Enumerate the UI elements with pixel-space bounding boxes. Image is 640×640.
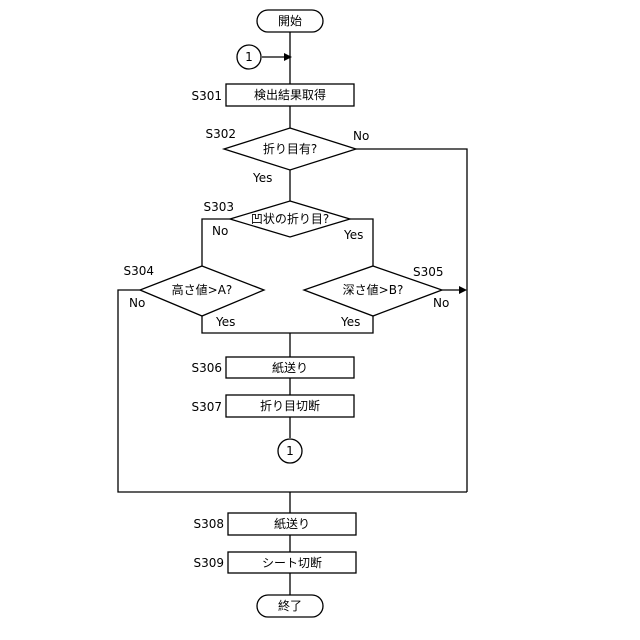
step-s305-no-label: No bbox=[433, 296, 449, 310]
step-s307-id: S307 bbox=[191, 400, 222, 414]
step-s308: S308 紙送り bbox=[193, 513, 356, 535]
step-s305-id: S305 bbox=[413, 265, 444, 279]
step-s306: S306 紙送り bbox=[191, 357, 354, 378]
step-s304-label: 高さ値>A? bbox=[172, 282, 233, 297]
end-label: 終了 bbox=[278, 598, 302, 613]
start-label: 開始 bbox=[278, 14, 302, 28]
line-s303-yes bbox=[350, 219, 373, 266]
flow-lines bbox=[118, 32, 467, 595]
step-s303-id: S303 bbox=[203, 200, 234, 214]
step-s302-id: S302 bbox=[205, 127, 236, 141]
step-s308-id: S308 bbox=[193, 517, 224, 531]
step-s301-label: 検出結果取得 bbox=[254, 87, 326, 102]
step-s304-no-label: No bbox=[129, 296, 145, 310]
step-s308-label: 紙送り bbox=[274, 516, 310, 531]
connector-top: 1 bbox=[237, 45, 261, 69]
step-s309: S309 シート切断 bbox=[193, 552, 356, 573]
step-s303-no-label: No bbox=[212, 224, 228, 238]
step-s302: S302 折り目有? No Yes bbox=[205, 127, 369, 185]
arrowhead-connector-in bbox=[284, 53, 292, 61]
step-s309-label: シート切断 bbox=[262, 555, 322, 570]
step-s307-label: 折り目切断 bbox=[260, 398, 320, 413]
connector-bottom: 1 bbox=[278, 439, 302, 463]
step-s303-label: 凹状の折り目? bbox=[251, 211, 329, 226]
step-s301: S301 検出結果取得 bbox=[191, 84, 354, 106]
step-s306-id: S306 bbox=[191, 361, 222, 375]
step-s302-label: 折り目有? bbox=[263, 141, 317, 156]
start-terminal: 開始 bbox=[257, 10, 323, 32]
connector-bottom-label: 1 bbox=[286, 444, 294, 458]
step-s302-yes-label: Yes bbox=[252, 171, 272, 185]
step-s302-no-label: No bbox=[353, 129, 369, 143]
step-s303-yes-label: Yes bbox=[343, 228, 363, 242]
step-s305: S305 深さ値>B? No Yes bbox=[304, 265, 449, 329]
end-terminal: 終了 bbox=[257, 595, 323, 617]
step-s305-yes-label: Yes bbox=[340, 315, 360, 329]
step-s303: S303 凹状の折り目? No Yes bbox=[203, 200, 363, 242]
step-s304-yes-label: Yes bbox=[215, 315, 235, 329]
connector-top-label: 1 bbox=[245, 50, 253, 64]
step-s309-id: S309 bbox=[193, 556, 224, 570]
arrowhead-s305-no bbox=[459, 286, 467, 294]
step-s301-id: S301 bbox=[191, 89, 222, 103]
step-s306-label: 紙送り bbox=[272, 360, 308, 375]
step-s304: S304 高さ値>A? No Yes bbox=[123, 264, 264, 329]
step-s304-id: S304 bbox=[123, 264, 154, 278]
step-s307: S307 折り目切断 bbox=[191, 395, 354, 417]
step-s305-label: 深さ値>B? bbox=[343, 282, 404, 297]
